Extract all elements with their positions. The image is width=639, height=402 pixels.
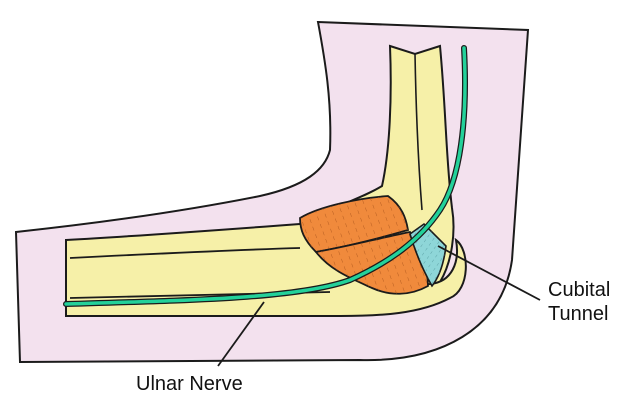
cubital-tunnel-label-line1: Cubital — [548, 279, 611, 301]
cubital-tunnel-label-line2: Tunnel — [548, 303, 609, 325]
cubital-tunnel-hatch — [410, 224, 446, 286]
ulnar-nerve-leader — [217, 301, 265, 367]
muscle-lower-hatch — [316, 232, 428, 294]
ulnar-nerve-fill — [64, 46, 467, 306]
cubital-tunnel-label: Cubital Tunnel — [548, 278, 610, 326]
muscle-upper-hatch — [300, 196, 408, 252]
cubital-tunnel-leader — [437, 245, 541, 301]
ulnar-nerve-label: Ulnar Nerve — [136, 373, 243, 395]
forearm-bone-line-upper — [69, 247, 301, 259]
humerus-line — [414, 53, 423, 211]
